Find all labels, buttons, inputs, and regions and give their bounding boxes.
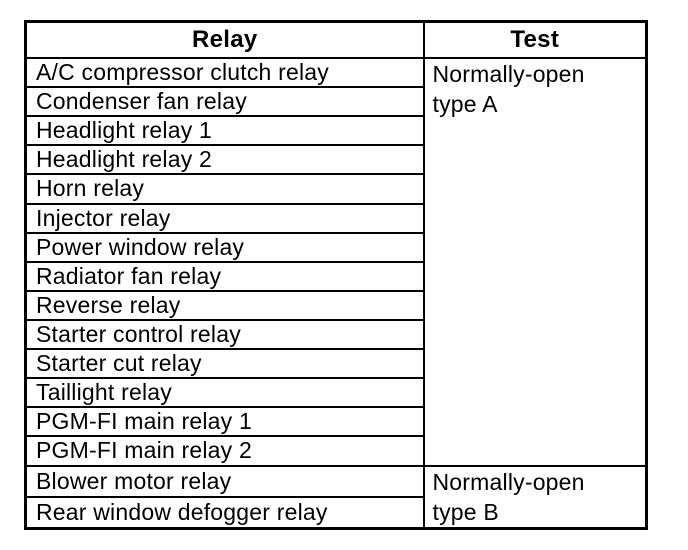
test-text-line: Normally-open — [432, 468, 585, 495]
relay-cell: Injector relay — [24, 202, 425, 234]
table-row: Injector relay — [24, 202, 647, 234]
table-row: Horn relay — [24, 173, 647, 205]
table-row: Condenser fan relay — [24, 86, 647, 118]
column-header-relay: Relay — [24, 20, 425, 59]
relay-cell: Headlight relay 1 — [24, 115, 425, 147]
relay-cell: Headlight relay 2 — [24, 144, 425, 176]
test-text-line: type B — [432, 498, 499, 525]
table-row: Starter control relay — [24, 318, 647, 351]
table-row: Starter cut relay — [24, 348, 647, 380]
table-row: A/C compressor clutch relay Normally-ope… — [24, 56, 648, 467]
relay-cell: Reverse relay — [24, 289, 425, 321]
relay-cell: PGM-FI main relay 2 — [24, 435, 425, 467]
table-row: Power window relay — [24, 231, 647, 263]
relay-cell: PGM-FI main relay 1 — [24, 406, 425, 438]
relay-cell: Starter control relay — [24, 318, 425, 351]
relay-cell: Radiator fan relay — [24, 260, 425, 292]
table-row: Reverse relay — [24, 289, 647, 321]
table-row: Taillight relay — [24, 377, 647, 409]
column-header-test: Test — [422, 20, 648, 59]
table-row: Radiator fan relay — [24, 260, 647, 292]
relay-cell: Rear window defogger relay — [24, 495, 425, 530]
table-row: Rear window defogger relay — [24, 495, 647, 530]
relay-cell: Taillight relay — [24, 377, 425, 409]
relay-cell: Horn relay — [24, 173, 425, 205]
relay-cell: A/C compressor clutch relay — [24, 56, 425, 89]
relay-test-table: Relay Test A/C compressor clutch relay N… — [24, 20, 648, 530]
relay-cell: Blower motor relay — [24, 464, 425, 498]
table-row: Headlight relay 1 — [24, 115, 647, 147]
test-cell-type-a: Normally-open type A — [422, 57, 648, 467]
table-row: Blower motor relay Normally-open type B — [24, 464, 648, 530]
test-text-line: Normally-open — [432, 61, 585, 87]
relay-cell: Power window relay — [24, 231, 425, 263]
relay-cell: Condenser fan relay — [24, 86, 425, 118]
test-text-line: type A — [432, 91, 498, 117]
table-row: PGM-FI main relay 2 — [24, 435, 647, 467]
table-row: Headlight relay 2 — [24, 144, 647, 176]
relay-cell: Starter cut relay — [24, 348, 425, 380]
table-header-row: Relay Test — [24, 20, 648, 59]
table-row: PGM-FI main relay 1 — [24, 406, 647, 438]
test-cell-type-b: Normally-open type B — [422, 464, 648, 530]
